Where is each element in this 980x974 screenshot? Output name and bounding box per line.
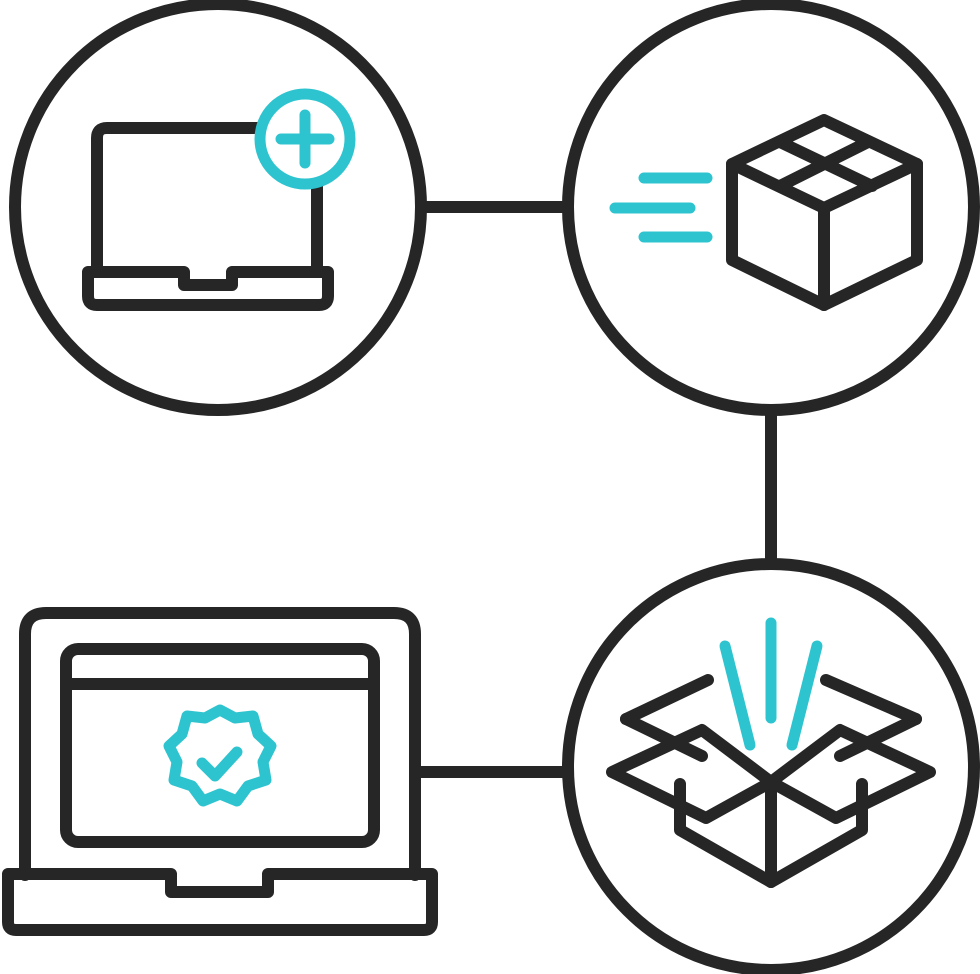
- connectors: [412, 201, 777, 778]
- laptop-verified-badge-icon: [2, 607, 438, 936]
- step-add-order-circle: [9, 0, 427, 416]
- moving-box-icon: [609, 114, 923, 311]
- verified-badge-icon: [163, 704, 277, 807]
- step-add-order: [9, 0, 427, 416]
- laptop-screen: [60, 643, 380, 848]
- laptop-base: [2, 868, 438, 936]
- open-box-icon: [606, 617, 936, 888]
- step-ship-circle: [562, 0, 980, 416]
- step-ship: [562, 0, 980, 416]
- step-deliver-circle: [562, 558, 980, 974]
- laptop-plus-icon: [82, 88, 356, 311]
- laptop-lid: [19, 607, 421, 881]
- step-confirm: [2, 607, 438, 936]
- speed-lines-icon: [609, 172, 713, 243]
- plus-badge-icon: [254, 88, 356, 190]
- incoming-arrows-icon: [719, 617, 823, 751]
- step-deliver: [562, 558, 980, 974]
